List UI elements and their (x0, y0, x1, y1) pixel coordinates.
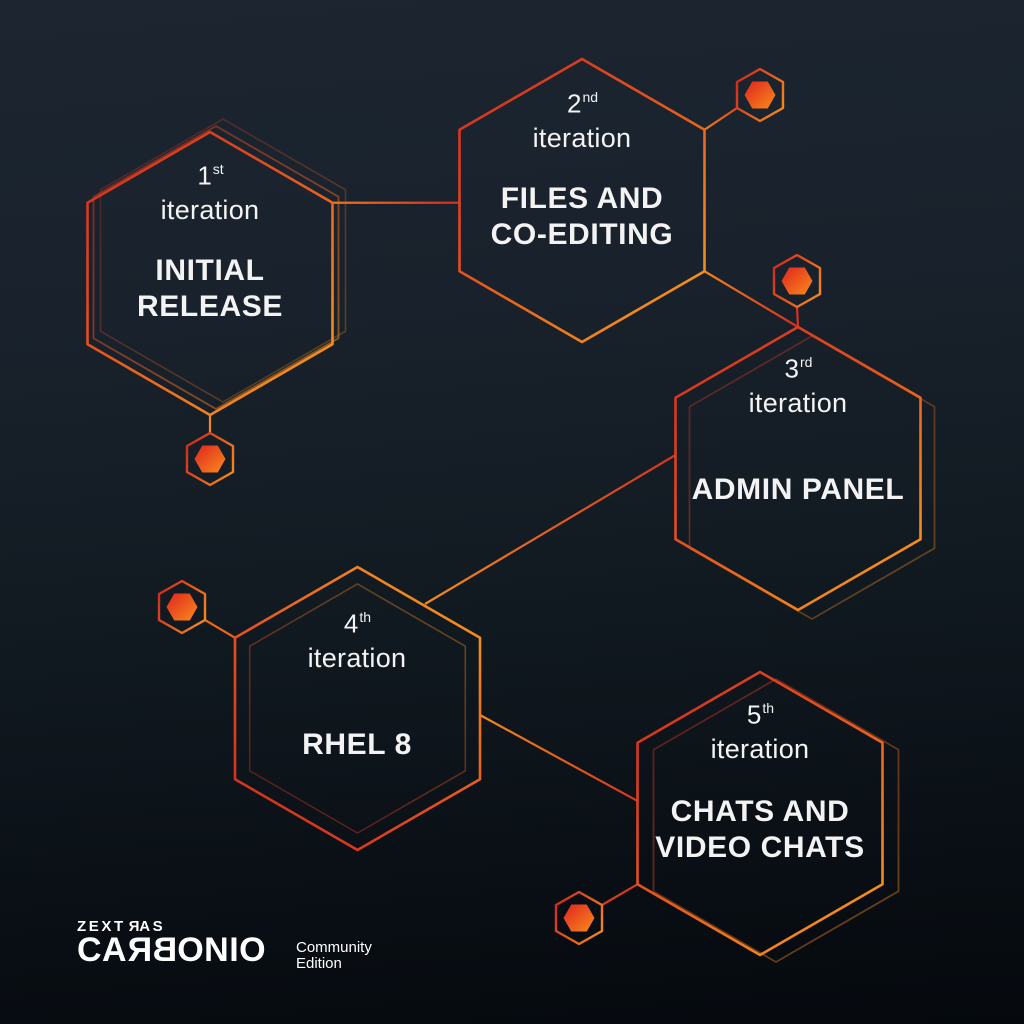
node1-marker (185, 431, 235, 487)
node3-fill (781, 267, 813, 295)
zextras-carbonio-logo: ZEXTRAS CARBONIO Community Edition (77, 918, 372, 972)
node3-marker (772, 253, 822, 309)
hex3-outline (674, 325, 922, 612)
node2-outline (735, 67, 785, 123)
node2-fill (744, 81, 776, 109)
node5-outline (554, 890, 604, 946)
node4-marker (157, 579, 207, 635)
hex4-echo-outline (248, 583, 467, 834)
stem-node3-hex3 (795, 306, 800, 328)
node4-fill (166, 593, 198, 621)
stem-node4-hex4 (204, 619, 236, 639)
hex1-echo-outline-2 (99, 118, 347, 403)
connector-hex2-hex3 (703, 270, 799, 328)
node5-marker (554, 890, 604, 946)
hex5-echo-outline (652, 678, 900, 963)
node5-fill (563, 904, 595, 932)
community-edition-label: Community Edition (296, 939, 372, 972)
hex1-echo-outline-1 (92, 125, 340, 410)
carbonio-wordmark: CARBONIO (77, 931, 267, 969)
stem-node5-hex5 (601, 883, 639, 906)
node1-fill (194, 445, 226, 473)
hex4-outline (233, 565, 482, 852)
node4-outline (157, 579, 207, 635)
connector-hex2-node2 (703, 107, 738, 131)
hex5-outline (636, 670, 884, 957)
hex1-outline (86, 130, 334, 417)
node1-outline (185, 431, 235, 487)
node3-outline (772, 253, 822, 309)
zextras-wordmark: ZEXTRAS (77, 918, 166, 935)
connector-hex3-hex4 (424, 454, 677, 605)
connector-hex4-hex5 (479, 714, 639, 802)
hex3-echo-outline (688, 335, 936, 620)
node2-marker (735, 67, 785, 123)
hex2-outline (458, 57, 706, 344)
